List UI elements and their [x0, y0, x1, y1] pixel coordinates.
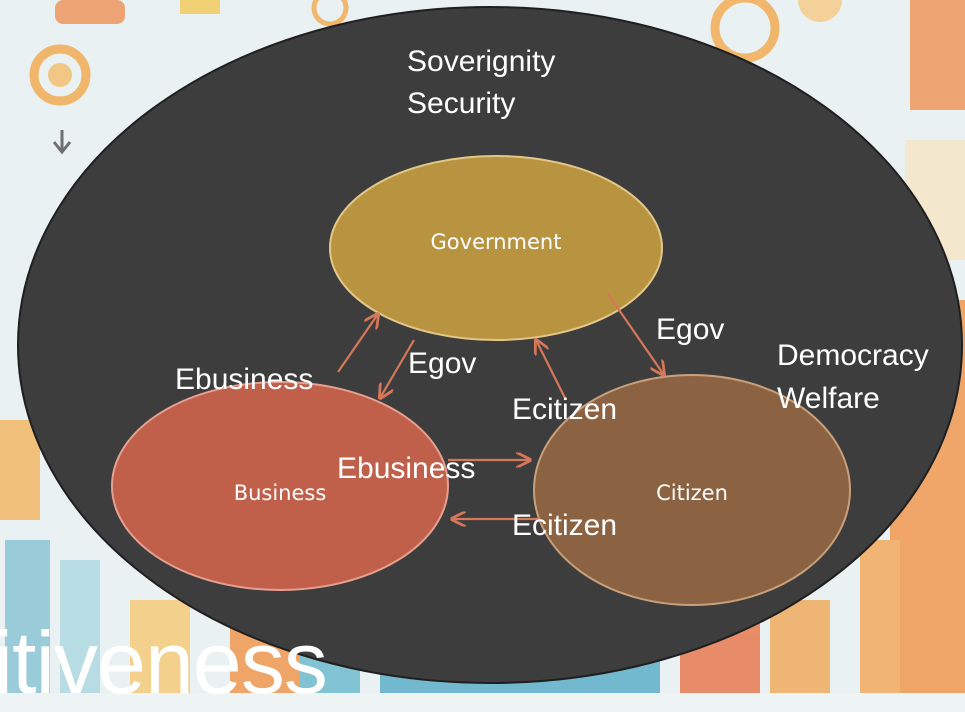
outer-label-soverignity: Soverignity	[407, 45, 556, 78]
background-illustration	[0, 0, 965, 693]
citizen-ellipse	[533, 374, 851, 606]
arrow-citizen-to-government	[536, 340, 567, 401]
arrow-government-to-business	[380, 339, 415, 398]
arrow-business-to-government	[337, 314, 378, 373]
outer-label-security: Security	[407, 87, 516, 120]
slide-title-fragment: titiveness	[0, 613, 328, 712]
business-label: Business	[233, 481, 327, 505]
outer-label-democracy: Democracy	[777, 339, 929, 372]
edge-label-ecitizen-upper: Ecitizen	[512, 393, 618, 426]
edge-label-ecitizen-lower: Ecitizen	[512, 509, 618, 542]
edge-label-ebusiness-upper: Ebusiness	[175, 363, 314, 396]
business-ellipse	[111, 381, 449, 591]
edge-label-ebusiness-lower: Ebusiness	[337, 452, 476, 485]
government-ellipse	[329, 155, 663, 341]
edge-label-egov-right: Egov	[656, 313, 725, 346]
government-label: Government	[430, 230, 562, 254]
outer-label-welfare: Welfare	[777, 382, 880, 415]
edge-label-egov-left: Egov	[408, 347, 477, 380]
citizen-label: Citizen	[656, 481, 728, 505]
arrow-government-to-citizen	[607, 293, 664, 375]
